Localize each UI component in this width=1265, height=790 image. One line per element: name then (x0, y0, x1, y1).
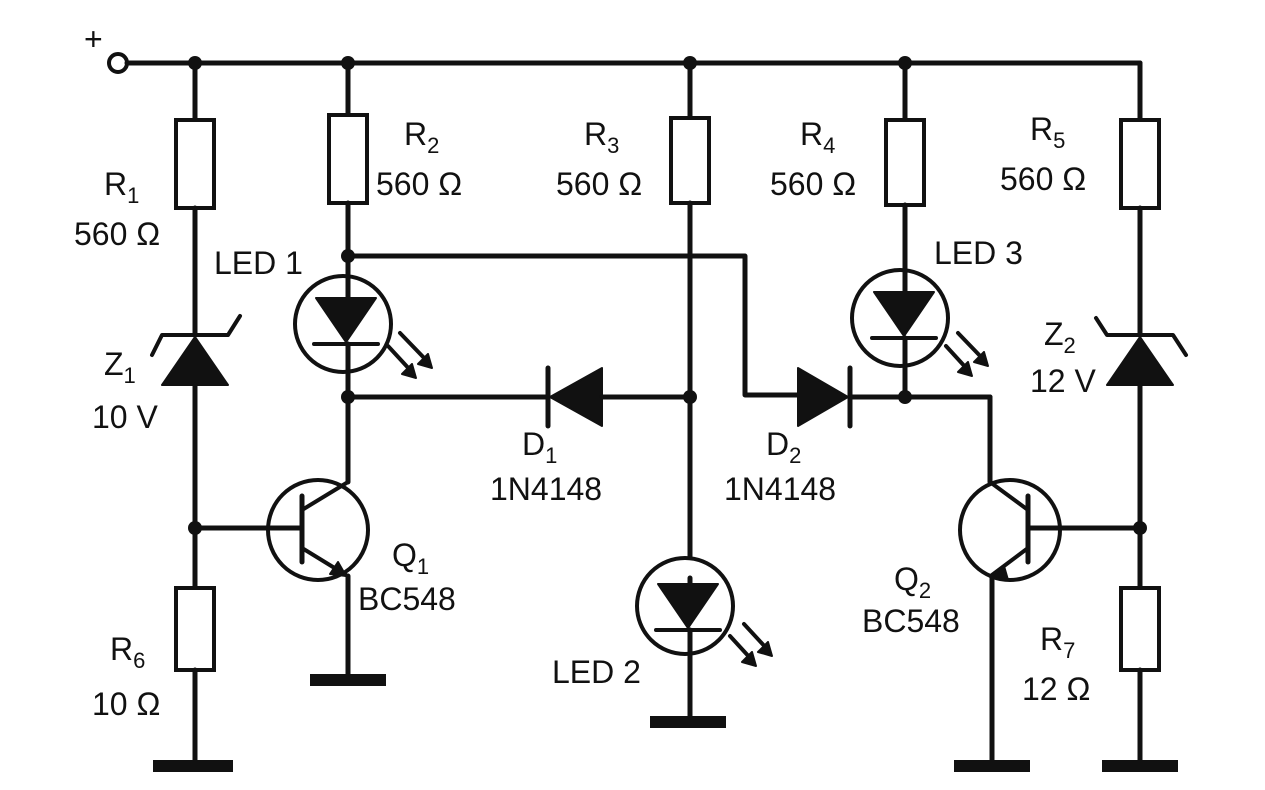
q2-transistor (954, 394, 1143, 772)
z2-zener (1106, 336, 1174, 386)
q2-label: Q2 (894, 561, 931, 603)
supply-rail: + (84, 21, 1143, 123)
r1-branch (150, 60, 242, 772)
ground-q1 (310, 674, 386, 686)
r3-label: R3 (584, 116, 619, 158)
r7-label: R7 (1040, 621, 1075, 663)
supply-terminal (107, 52, 129, 74)
d1-value: 1N4148 (490, 471, 602, 507)
junctions (188, 56, 1147, 535)
r1-value: 560 Ω (74, 216, 160, 252)
r2-resistor (327, 113, 369, 205)
supply-plus-label: + (84, 21, 103, 57)
led1-diode (315, 297, 377, 343)
d2-label: D2 (766, 426, 801, 468)
q1-collector (300, 480, 350, 512)
ground-q2 (954, 760, 1030, 772)
r6-resistor (174, 586, 216, 672)
q2-collector (988, 480, 1030, 512)
led1-label: LED 1 (214, 245, 303, 281)
d2-value: 1N4148 (724, 471, 836, 507)
led2-diode (657, 583, 719, 629)
z1-zener (161, 336, 229, 386)
q1-label: Q1 (392, 537, 429, 579)
r4-branch (850, 60, 989, 400)
z2-value: 12 V (1030, 363, 1096, 399)
q1-transistor (192, 478, 386, 686)
r4-resistor (884, 118, 926, 207)
z1-label: Z1 (104, 346, 136, 388)
r5-resistor (1119, 118, 1161, 210)
r1-resistor (174, 118, 216, 210)
r3-branch (635, 60, 773, 728)
r5-label: R5 (1030, 111, 1065, 153)
r6-label: R6 (110, 631, 145, 673)
r2-branch (293, 60, 433, 485)
r2-label: R2 (404, 116, 439, 158)
led3-diode (873, 291, 935, 337)
r1-label: R1 (104, 166, 139, 208)
labels: R1 560 Ω R2 560 Ω R3 560 Ω R4 560 Ω R5 5… (74, 111, 1096, 722)
ground-r7 (1102, 760, 1178, 772)
ground-r6 (153, 760, 233, 772)
r4-value: 560 Ω (770, 166, 856, 202)
d2-diode (797, 365, 993, 429)
ground-led2 (650, 716, 726, 728)
z2-label: Z2 (1044, 316, 1076, 358)
q1-value: BC548 (358, 581, 456, 617)
z1-value: 10 V (92, 399, 158, 435)
led2-label: LED 2 (552, 654, 641, 690)
d1-diode (345, 365, 693, 429)
r7-value: 12 Ω (1022, 671, 1090, 707)
r4-label: R4 (800, 116, 835, 158)
r3-value: 560 Ω (556, 166, 642, 202)
r7-resistor (1119, 586, 1161, 672)
r2-value: 560 Ω (376, 166, 462, 202)
r3-resistor (669, 116, 711, 205)
led3-label: LED 3 (934, 235, 1023, 271)
r6-value: 10 Ω (92, 686, 160, 722)
d1-label: D1 (522, 426, 557, 468)
cross-wire-r2-d2 (345, 253, 803, 398)
r5-branch (1094, 118, 1188, 772)
r5-value: 560 Ω (1000, 161, 1086, 197)
q2-value: BC548 (862, 603, 960, 639)
